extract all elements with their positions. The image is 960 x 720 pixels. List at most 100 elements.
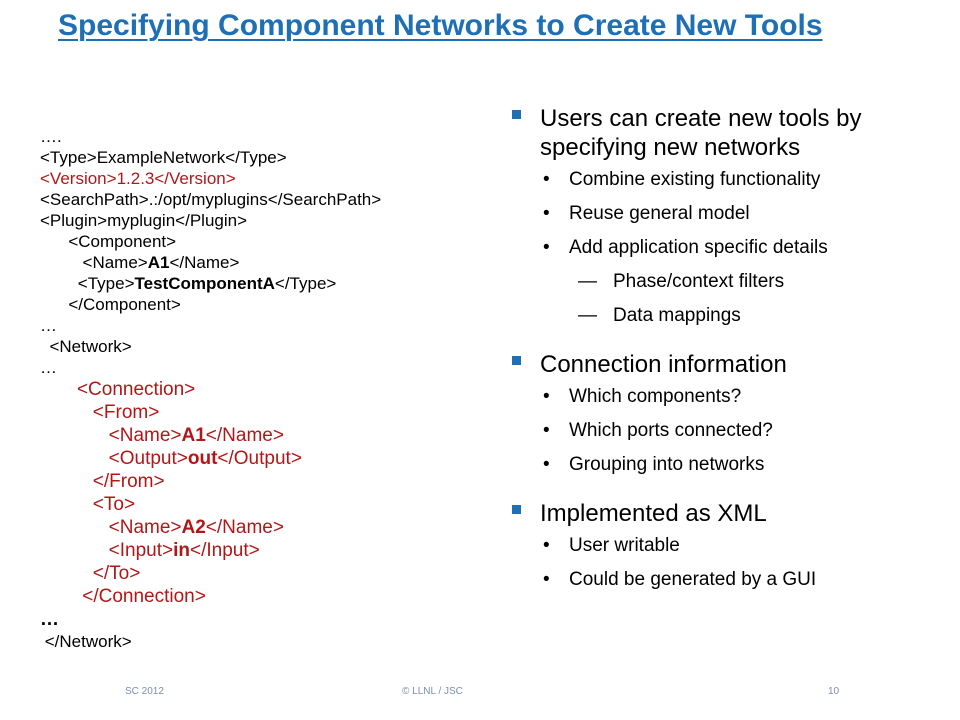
code-line: <Type>TestComponentA</Type> xyxy=(40,273,381,294)
square-bullet-icon xyxy=(512,505,521,514)
code-token: <Connection> xyxy=(76,379,196,400)
code-token: <From> xyxy=(92,402,160,423)
code-line: <Name>A1</Name> xyxy=(40,252,381,273)
bullet-text: Users can create new tools by specifying… xyxy=(540,105,862,161)
code-token: </Component> xyxy=(68,295,181,314)
code-token: </Output> xyxy=(217,448,302,469)
code-line: … xyxy=(40,608,381,631)
code-token: <Network> xyxy=(49,337,132,356)
code-line: <Name>A1</Name> xyxy=(40,424,381,447)
code-line: <Type>ExampleNetwork</Type> xyxy=(40,147,381,168)
code-token: .:/opt/myplugins xyxy=(148,190,268,209)
code-token: <Component> xyxy=(68,232,177,251)
code-token: …. xyxy=(40,127,62,146)
code-token: myplugin xyxy=(107,211,176,230)
bullet-list: Users can create new tools by specifying… xyxy=(512,104,942,602)
sub-sub-bullet-text: Data mappings xyxy=(613,305,741,326)
sub-bullet-text: User writable xyxy=(569,535,680,556)
code-line: <From> xyxy=(40,401,381,424)
dot-bullet-icon: • xyxy=(543,169,550,190)
code-token: <Plugin> xyxy=(40,211,108,230)
sub-bullet-item: • Which ports connected? xyxy=(512,419,942,443)
footer-page-number: 10 xyxy=(828,686,840,697)
code-token: ExampleNetwork xyxy=(96,148,226,167)
code-token: <Type> xyxy=(77,274,135,293)
code-line: </Connection> xyxy=(40,585,381,608)
sub-bullet-text: Which components? xyxy=(569,386,742,407)
bullet-text: Connection information xyxy=(540,351,787,378)
dash-bullet-icon: — xyxy=(578,271,597,292)
sub-bullet-item: • Could be generated by a GUI xyxy=(512,568,942,592)
dash-bullet-icon: — xyxy=(578,305,597,326)
code-line: <Network> xyxy=(40,336,381,357)
code-token: </From> xyxy=(92,471,165,492)
sub-bullet-item: •Which components? xyxy=(512,385,942,409)
code-token: </Type> xyxy=(274,274,337,293)
code-token: 1.2.3 xyxy=(116,169,155,188)
code-token: <To> xyxy=(92,494,136,515)
code-token: … xyxy=(40,358,57,377)
bullet-item: Connection information xyxy=(512,350,942,379)
sub-bullet-text: Combine existing functionality xyxy=(569,169,821,190)
code-token: out xyxy=(187,448,218,469)
code-line: </Network> xyxy=(40,631,381,652)
sub-bullet-text: Reuse general model xyxy=(569,203,750,224)
code-token: <Name> xyxy=(108,517,182,538)
code-token: </Version> xyxy=(154,169,236,188)
slide-title: Specifying Component Networks to Create … xyxy=(58,9,823,42)
square-bullet-icon xyxy=(512,110,521,119)
code-token: TestComponentA xyxy=(134,274,275,293)
sub-bullet-item: • User writable xyxy=(512,534,942,558)
code-token: </Name> xyxy=(205,517,284,538)
dot-bullet-icon: • xyxy=(543,535,550,556)
code-token: </Connection> xyxy=(82,586,206,607)
code-line: <Connection> xyxy=(40,378,381,401)
sub-bullet-text: Could be generated by a GUI xyxy=(569,569,817,590)
code-token: </Name> xyxy=(169,253,240,272)
code-token: A1 xyxy=(147,253,170,272)
code-token: <Type> xyxy=(40,148,97,167)
code-line: <To> xyxy=(40,493,381,516)
footer-copyright: © LLNL / JSC xyxy=(402,686,463,697)
sub-bullet-text: Grouping into networks xyxy=(569,454,765,475)
code-token: </Network> xyxy=(44,632,132,651)
code-line: <Component> xyxy=(40,231,381,252)
bullet-text: Implemented as XML xyxy=(540,500,767,527)
code-line: <SearchPath>.:/opt/myplugins</SearchPath… xyxy=(40,189,381,210)
bullet-item: Implemented as XML xyxy=(512,499,942,528)
code-token: </Name> xyxy=(205,425,284,446)
footer-event: SC 2012 xyxy=(125,686,164,697)
sub-sub-bullet-item: — Phase/context filters xyxy=(512,270,942,294)
code-token: A2 xyxy=(181,517,206,538)
sub-bullet-text: Which ports connected? xyxy=(569,420,773,441)
dot-bullet-icon: • xyxy=(543,420,550,441)
code-line: <Plugin>myplugin</Plugin> xyxy=(40,210,381,231)
sub-bullet-item: •Add application specific details xyxy=(512,236,942,260)
sub-bullet-item: • Combine existing functionality xyxy=(512,168,942,192)
sub-sub-bullet-item: — Data mappings xyxy=(512,304,942,328)
code-line: … xyxy=(40,315,381,336)
dot-bullet-icon: • xyxy=(543,237,550,258)
code-token: <Name> xyxy=(82,253,148,272)
code-token: </Input> xyxy=(189,540,260,561)
bullet-item: Users can create new tools by specifying… xyxy=(512,104,942,162)
xml-code-block: ….<Type>ExampleNetwork</Type><Version>1.… xyxy=(40,126,381,652)
code-token: A1 xyxy=(181,425,206,446)
code-token: <Name> xyxy=(108,425,182,446)
dot-bullet-icon: • xyxy=(543,569,550,590)
code-line: </To> xyxy=(40,562,381,585)
sub-sub-bullet-text: Phase/context filters xyxy=(613,271,785,292)
code-line: … xyxy=(40,357,381,378)
dot-bullet-icon: • xyxy=(543,454,550,475)
code-token: <Output> xyxy=(108,448,188,469)
square-bullet-icon xyxy=(512,356,521,365)
code-token: <Version> xyxy=(40,169,117,188)
code-line: <Input>in</Input> xyxy=(40,539,381,562)
code-token: </Plugin> xyxy=(175,211,248,230)
code-line: <Output>out</Output> xyxy=(40,447,381,470)
code-token: in xyxy=(173,540,190,561)
code-token: … xyxy=(40,609,59,630)
code-line: …. xyxy=(40,126,381,147)
code-token: … xyxy=(40,316,57,335)
code-line: <Name>A2</Name> xyxy=(40,516,381,539)
